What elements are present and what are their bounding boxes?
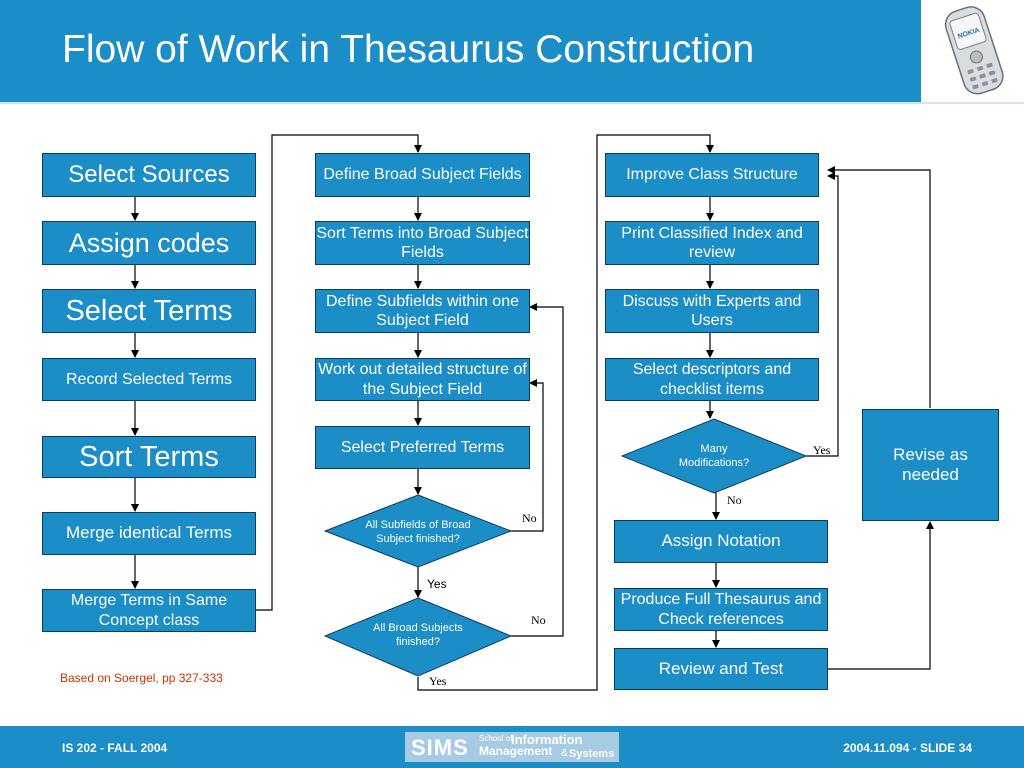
edge-label-subfields-yes: Yes	[427, 577, 447, 591]
sims-logo-text: SIMS	[411, 735, 469, 760]
slide-title: Flow of Work in Thesaurus Construction	[62, 28, 755, 71]
decision-all-broad-subjects-shape	[323, 597, 513, 677]
print-classified-index-label: Print Classified Index and review	[621, 224, 803, 261]
decision-all-subfields-shape	[323, 494, 513, 568]
sims-systems: Systems	[569, 748, 615, 760]
sims-management: Management	[479, 744, 553, 758]
course-label: IS 202 - FALL 2004	[62, 741, 168, 755]
nokia-phone-icon: NOKIA	[944, 6, 1004, 95]
select-descriptors-label: Select descriptors and checklist items	[632, 361, 792, 398]
source-citation: Based on Soergel, pp 327-333	[60, 671, 223, 685]
merge-terms-same-concept-box: Merge Terms in Same Concept class	[42, 589, 256, 632]
logo-area: NOKIA	[921, 0, 1024, 102]
select-terms-box: Select Terms	[42, 289, 256, 333]
select-descriptors-box: Select descriptors and checklist items	[605, 358, 819, 401]
merge-identical-terms-label: Merge identical Terms	[66, 523, 232, 543]
print-classified-index-box: Print Classified Index and review	[605, 221, 819, 265]
define-subfields-label: Define Subfields within one Subject Fiel…	[325, 292, 519, 329]
discuss-with-experts-box: Discuss with Experts and Users	[605, 289, 819, 333]
select-terms-label: Select Terms	[65, 294, 233, 327]
sims-logo: SIMS School of Information Management & …	[405, 732, 619, 762]
assign-notation-label: Assign Notation	[661, 531, 781, 551]
edge-label-many-no: No	[727, 493, 742, 507]
select-sources-box: Select Sources	[42, 153, 256, 197]
sort-terms-into-broad-fields-box: Sort Terms into Broad Subject Fields	[315, 221, 530, 265]
assign-notation-box: Assign Notation	[614, 520, 828, 563]
decision-many-modifications-shape	[620, 418, 808, 494]
sims-ampersand: &	[561, 748, 568, 759]
discuss-with-experts-label: Discuss with Experts and Users	[622, 292, 802, 329]
improve-class-structure-label: Improve Class Structure	[626, 166, 798, 184]
title-divider	[0, 102, 1024, 104]
work-out-structure-label: Work out detailed structure of the Subje…	[318, 361, 527, 398]
review-and-test-label: Review and Test	[658, 658, 784, 678]
decision-all-broad-subjects-label: All Broad Subjects finished?	[373, 622, 463, 649]
edge-label-many-yes: Yes	[813, 443, 831, 457]
sort-terms-label: Sort Terms	[79, 440, 219, 473]
select-preferred-terms-label: Select Preferred Terms	[340, 438, 505, 456]
sort-terms-box: Sort Terms	[42, 436, 256, 478]
merge-terms-same-concept-label: Merge Terms in Same Concept class	[70, 592, 228, 629]
sims-school-of: School of	[479, 734, 513, 743]
define-broad-subject-fields-box: Define Broad Subject Fields	[315, 153, 530, 197]
review-and-test-box: Review and Test	[614, 648, 828, 690]
assign-codes-box: Assign codes	[42, 221, 256, 265]
decision-all-subfields-label: All Subfields of Broad Subject finished?	[365, 519, 471, 546]
select-preferred-terms-box: Select Preferred Terms	[315, 426, 530, 469]
assign-codes-label: Assign codes	[68, 227, 230, 258]
select-sources-label: Select Sources	[68, 160, 230, 188]
revise-as-needed-box: Revise as needed	[862, 409, 999, 521]
work-out-structure-box: Work out detailed structure of the Subje…	[315, 358, 530, 401]
produce-full-thesaurus-label: Produce Full Thesaurus and Check referen…	[620, 591, 822, 628]
define-broad-subject-fields-label: Define Broad Subject Fields	[323, 166, 522, 184]
edge-label-broad-no: No	[531, 613, 546, 627]
decision-many-modifications-label: Many Modifications?	[678, 443, 750, 470]
edge-label-subfields-no: No	[522, 511, 537, 525]
define-subfields-box: Define Subfields within one Subject Fiel…	[315, 289, 530, 333]
produce-full-thesaurus-box: Produce Full Thesaurus and Check referen…	[614, 588, 828, 631]
slide-number: 2004.11.094 - SLIDE 34	[843, 741, 972, 755]
record-selected-terms-box: Record Selected Terms	[42, 358, 256, 401]
record-selected-terms-label: Record Selected Terms	[66, 370, 232, 388]
title-bar	[0, 0, 921, 102]
edge-label-broad-yes: Yes	[429, 674, 447, 688]
merge-identical-terms-box: Merge identical Terms	[42, 512, 256, 555]
revise-as-needed-label: Revise as needed	[893, 444, 968, 484]
sims-information: Information	[511, 732, 583, 747]
sort-terms-into-broad-fields-label: Sort Terms into Broad Subject Fields	[316, 224, 529, 261]
improve-class-structure-box: Improve Class Structure	[605, 153, 819, 197]
